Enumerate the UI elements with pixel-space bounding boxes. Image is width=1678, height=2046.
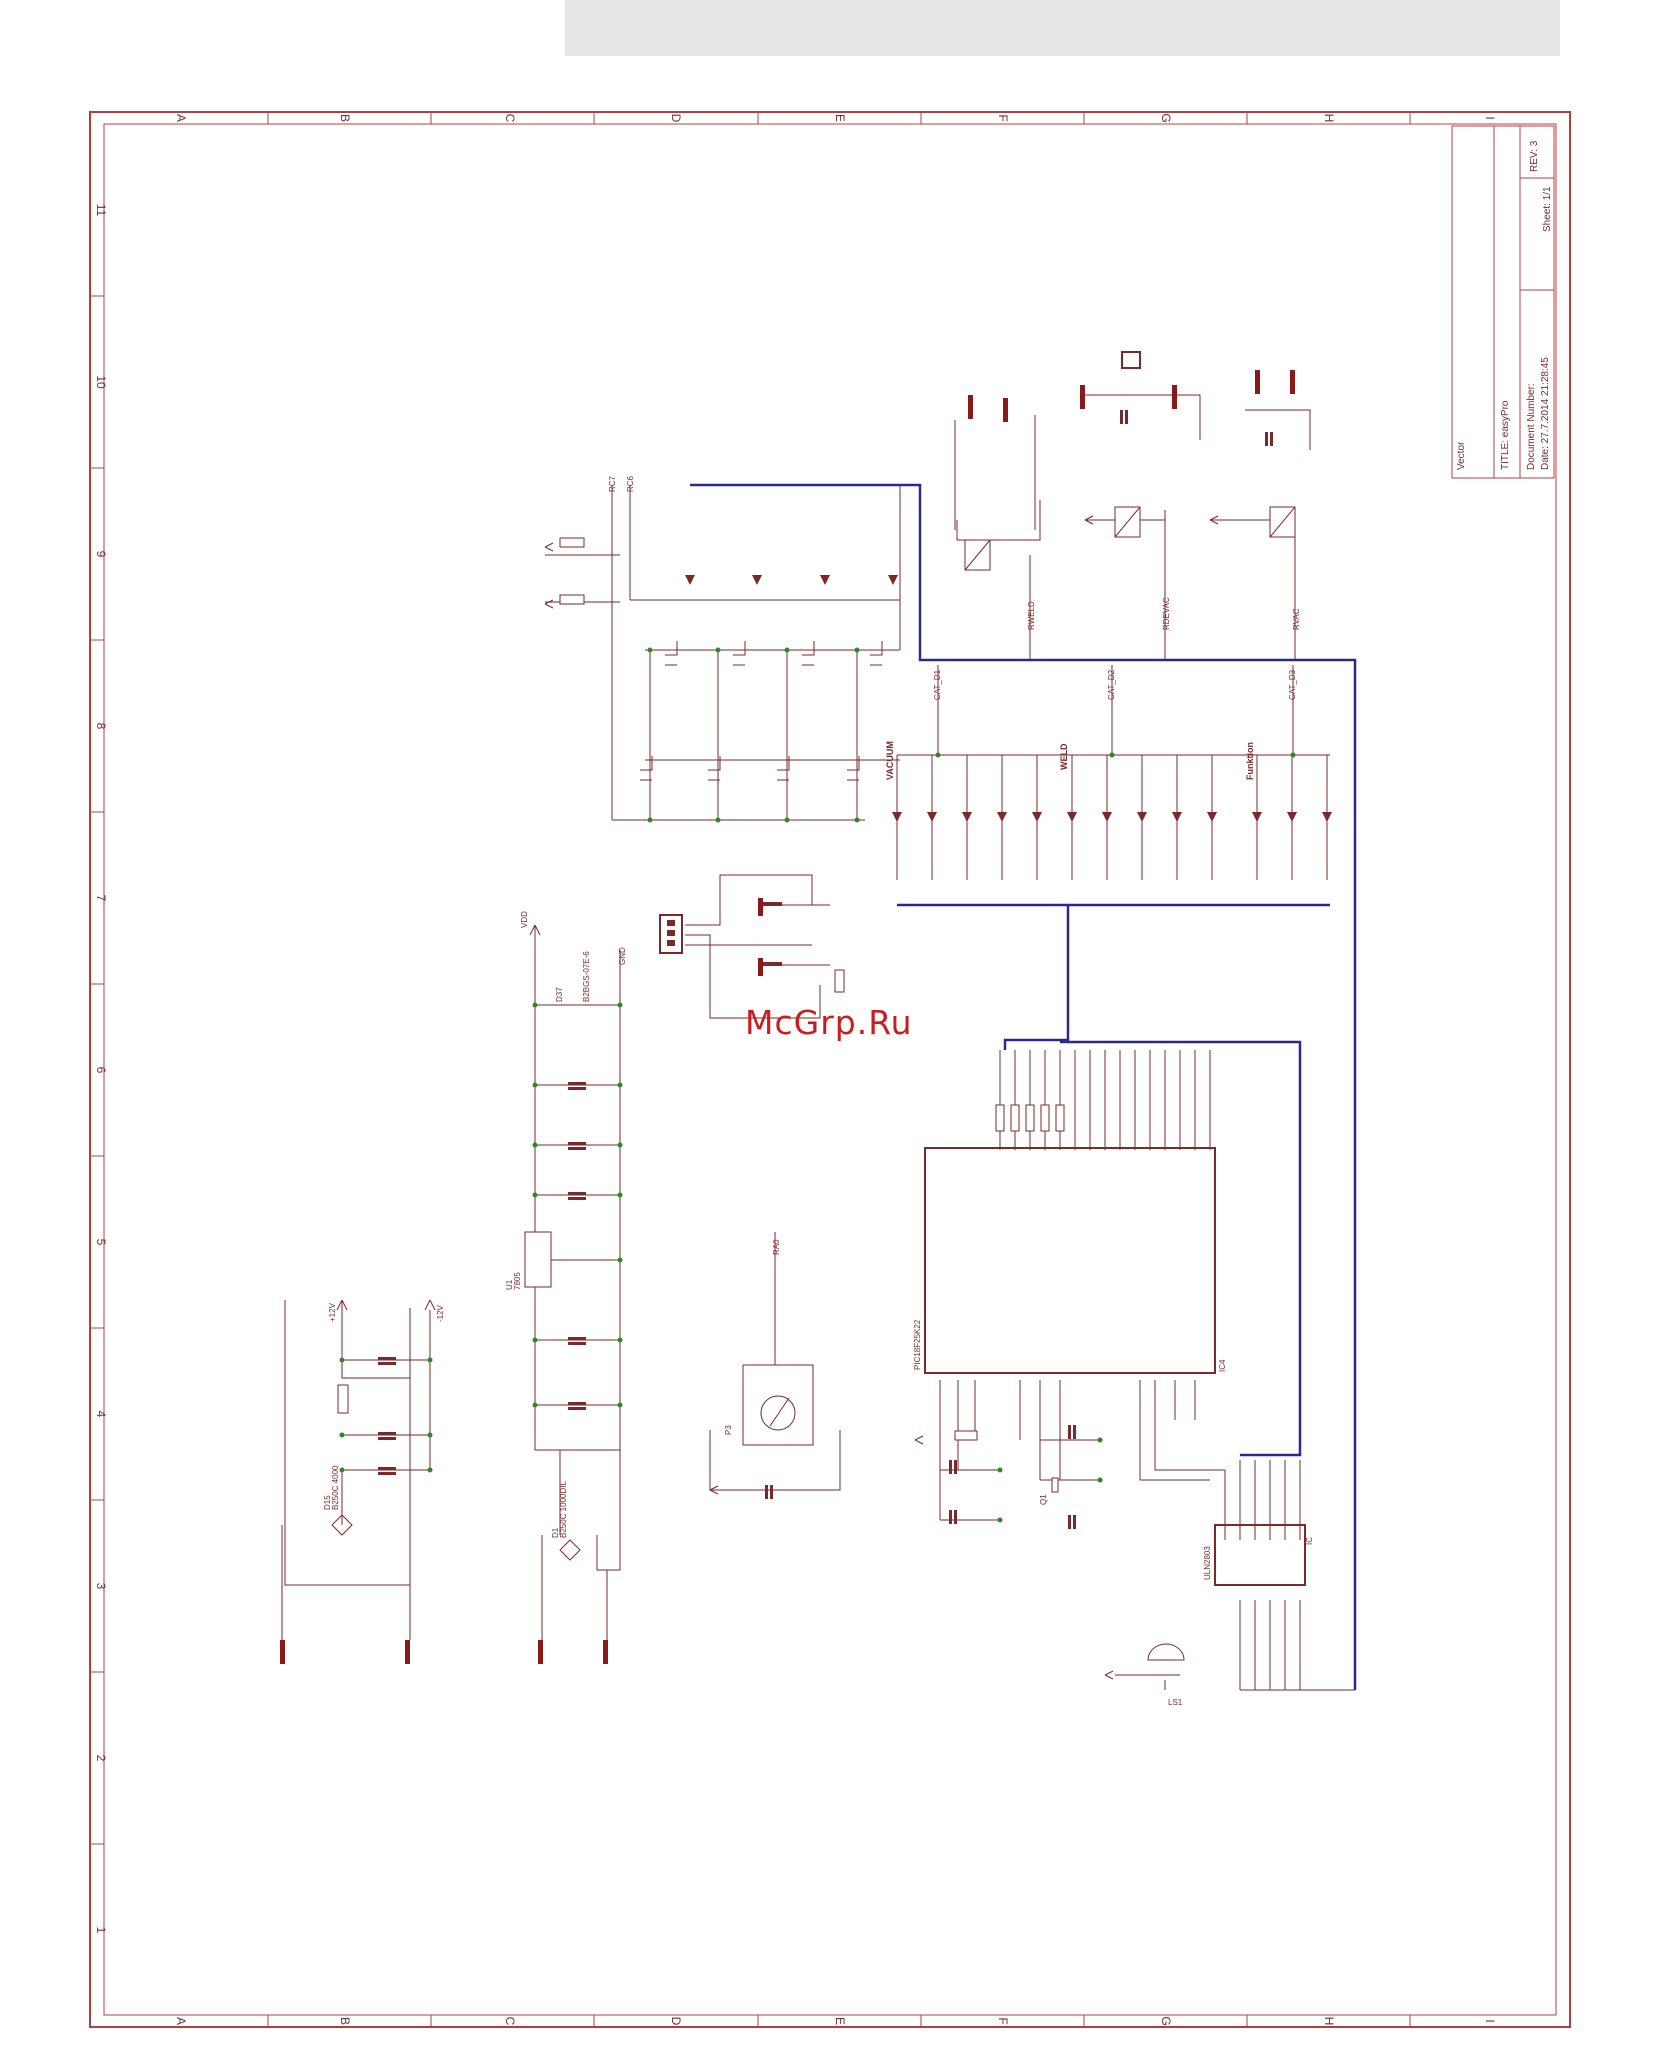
zone-number: 6 bbox=[94, 1067, 108, 1074]
junction-dots bbox=[339, 647, 1296, 1523]
driver-ref: IC bbox=[1305, 1537, 1314, 1545]
zone-letter: B bbox=[338, 114, 352, 122]
rectifier2-value: B250C 4000 bbox=[331, 1465, 340, 1510]
push-switches bbox=[640, 641, 883, 781]
zone-letter: F bbox=[996, 2017, 1010, 2024]
regulator-7805 bbox=[524, 1231, 552, 1288]
zone-number: 8 bbox=[94, 723, 108, 730]
net-cat1: CAT_D1 bbox=[933, 669, 942, 700]
zone-letter: E bbox=[833, 114, 847, 122]
zone-number: 7 bbox=[94, 895, 108, 902]
crystal-icon bbox=[1051, 1477, 1059, 1493]
crystal-ref: Q1 bbox=[1039, 1494, 1048, 1505]
net-plus12: +12V bbox=[328, 1302, 337, 1322]
mcu-ref: IC4 bbox=[1218, 1359, 1227, 1372]
group-labels: VACUUM WELD Funktion bbox=[885, 741, 1255, 780]
zone-number: 11 bbox=[94, 204, 108, 217]
connector-3pin bbox=[659, 914, 683, 954]
zone-letter: B bbox=[338, 2017, 352, 2025]
title-name: TITLE: easyPro bbox=[1500, 400, 1511, 470]
zone-letter: D bbox=[669, 2017, 683, 2026]
zone-number: 2 bbox=[94, 1755, 108, 1762]
zone-letter: C bbox=[503, 114, 517, 123]
capacitors bbox=[378, 410, 1273, 1529]
zone-letter: H bbox=[1322, 114, 1336, 123]
zone-letter: F bbox=[996, 114, 1010, 121]
switch-diodes bbox=[685, 575, 898, 585]
potentiometer-icon bbox=[742, 1364, 814, 1446]
supply-arrows bbox=[336, 515, 1219, 1680]
pot-ref: P3 bbox=[724, 1425, 733, 1435]
zone-letter: E bbox=[833, 2017, 847, 2025]
led-main-value: B2BGS-07E-6 bbox=[582, 951, 591, 1002]
mcu-name: PIC18F25K22 bbox=[913, 1319, 922, 1370]
net-ra0: RA0 bbox=[772, 1239, 781, 1255]
zone-letter: C bbox=[503, 2017, 517, 2026]
title-date: Date: 27.7.2014 21:28:45 bbox=[1540, 357, 1551, 470]
regulator-value: 7805 bbox=[513, 1272, 522, 1290]
net-cat2: CAT_D2 bbox=[1107, 669, 1116, 700]
net-minus12: -12V bbox=[436, 1304, 445, 1322]
group-vacuum: VACUUM bbox=[885, 741, 895, 780]
rectifier1-value: B250C 1000DIL bbox=[559, 1481, 568, 1538]
title-document: Document Number: bbox=[1526, 383, 1537, 470]
frame-column-letters-bottom: A B C D E F G H I bbox=[174, 2016, 1497, 2025]
driver-chip: ULN2803 IC bbox=[1203, 1524, 1314, 1586]
zone-number: 5 bbox=[94, 1239, 108, 1246]
zone-letter: I bbox=[1483, 2019, 1497, 2022]
group-weld: WELD bbox=[1059, 743, 1069, 770]
net-labels: VDD GND +12V -12V CAT_D1 CAT_D2 CAT_D3 R… bbox=[328, 475, 1301, 1322]
zone-letter: G bbox=[1159, 2016, 1173, 2025]
title-company: Vector bbox=[1456, 441, 1467, 470]
net-rdevac: RDEVAC bbox=[1162, 597, 1171, 630]
resistors bbox=[337, 537, 1065, 1441]
zone-letter: H bbox=[1322, 2017, 1336, 2026]
zone-letter: A bbox=[174, 2017, 188, 2025]
led-array bbox=[892, 812, 1332, 822]
frame-row-numbers: 11 10 9 8 7 6 5 4 3 2 1 bbox=[94, 204, 108, 1934]
net-cat3: CAT_D3 bbox=[1288, 669, 1297, 700]
terminal-jacks bbox=[280, 370, 1295, 1664]
net-rweld: RWELD bbox=[1027, 601, 1036, 630]
buzzer-icon bbox=[1147, 1643, 1185, 1690]
zone-number: 9 bbox=[94, 551, 108, 558]
signal-bus bbox=[690, 483, 1357, 1690]
watermark: McGrp.Ru bbox=[745, 1003, 913, 1042]
rectifier2-ref: D15 bbox=[323, 1495, 332, 1510]
regulator-ref: U1 bbox=[505, 1279, 514, 1290]
title-block: Vector TITLE: easyPro Document Number: D… bbox=[1451, 125, 1555, 479]
zone-number: 3 bbox=[94, 1583, 108, 1590]
relay-coils bbox=[964, 351, 1296, 571]
rectifier1-ref: D1 bbox=[551, 1527, 560, 1538]
group-funktion: Funktion bbox=[1245, 742, 1255, 780]
zone-number: 4 bbox=[94, 1411, 108, 1418]
zone-letter: D bbox=[669, 114, 683, 123]
zone-letter: A bbox=[174, 114, 188, 122]
title-sheet: Sheet: 1/1 bbox=[1542, 186, 1553, 232]
net-rc6: RC6 bbox=[626, 475, 635, 492]
zone-number: 1 bbox=[94, 1927, 108, 1934]
wiring bbox=[281, 394, 1355, 1691]
zone-letter: I bbox=[1483, 116, 1497, 119]
rectifier-icons bbox=[331, 1514, 581, 1561]
header-bar bbox=[565, 0, 1560, 56]
net-rvac: RVAC bbox=[1292, 608, 1301, 630]
frame-column-letters-top: A B C D E F G H I bbox=[174, 113, 1497, 122]
title-rev: REV: 3 bbox=[1529, 140, 1540, 172]
component-labels: U1 7805 D1 B250C 1000DIL D15 B250C 4000 … bbox=[323, 951, 1183, 1707]
net-rc7: RC7 bbox=[608, 475, 617, 492]
mcu-chip: PIC18F25K22 IC4 bbox=[913, 1147, 1227, 1374]
led-main-ref: D37 bbox=[555, 987, 564, 1002]
net-gnd: GND bbox=[618, 947, 627, 965]
driver-name: ULN2803 bbox=[1203, 1546, 1212, 1580]
zone-number: 10 bbox=[94, 375, 108, 389]
zone-letter: G bbox=[1159, 113, 1173, 122]
buzzer-ref: LS1 bbox=[1168, 1698, 1183, 1707]
net-vdd: VDD bbox=[520, 911, 529, 928]
drawing-frame bbox=[89, 111, 1571, 2028]
